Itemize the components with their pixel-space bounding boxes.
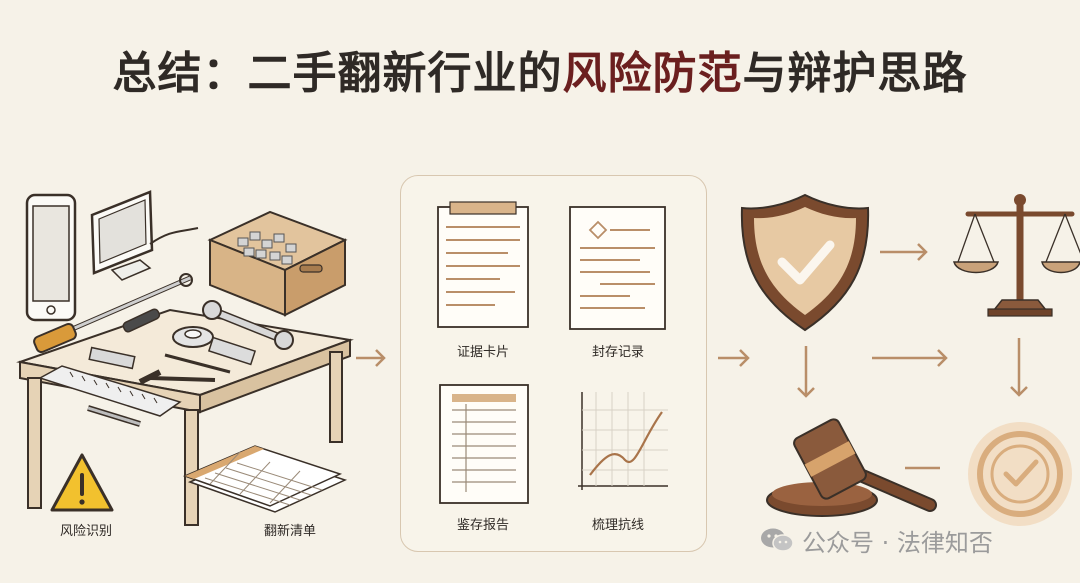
title-prefix: 总结：二手翻新行业的 (112, 48, 563, 99)
arrow-icon (797, 243, 1028, 470)
gavel-icon (766, 418, 937, 517)
wrench-icon (202, 300, 294, 350)
scales-icon (953, 194, 1080, 317)
title-suffix: 与辩护思路 (742, 48, 968, 99)
watermark: 公众号 · 法律知否 (760, 522, 1060, 558)
parts-box-icon (207, 210, 348, 317)
label-appraisal-report: 鉴存报告 (456, 518, 509, 533)
sealed-record-icon (569, 206, 666, 330)
check-seal-icon (968, 422, 1072, 526)
tools-group (38, 308, 257, 427)
screwdriver-icon (33, 273, 193, 354)
watermark-text: 公众号 · 法律知否 (802, 528, 993, 557)
title-highlight: 风险防范 (562, 48, 743, 99)
label-review-defense: 梳理抗线 (591, 518, 644, 533)
monitor-icon (90, 190, 199, 281)
label-evidence-card: 证据卡片 (456, 345, 509, 360)
page-title: 总结：二手翻新行业的风险防范与辩护思路 (0, 52, 1080, 96)
label-renovation-list: 翻新清单 (263, 524, 316, 539)
appraisal-report-icon (439, 384, 529, 504)
evidence-card-icon (437, 201, 529, 328)
review-chart-icon (578, 392, 668, 490)
phone-icon (25, 193, 77, 322)
renovation-list-icon (182, 445, 348, 513)
wechat-icon (761, 528, 794, 552)
label-risk: 风险识别 (59, 524, 112, 539)
label-sealed-record: 封存记录 (591, 345, 644, 360)
warning-icon (50, 453, 114, 512)
arrow-icon (356, 349, 386, 367)
arrow-icon (718, 349, 750, 367)
shield-check-icon (740, 193, 870, 332)
